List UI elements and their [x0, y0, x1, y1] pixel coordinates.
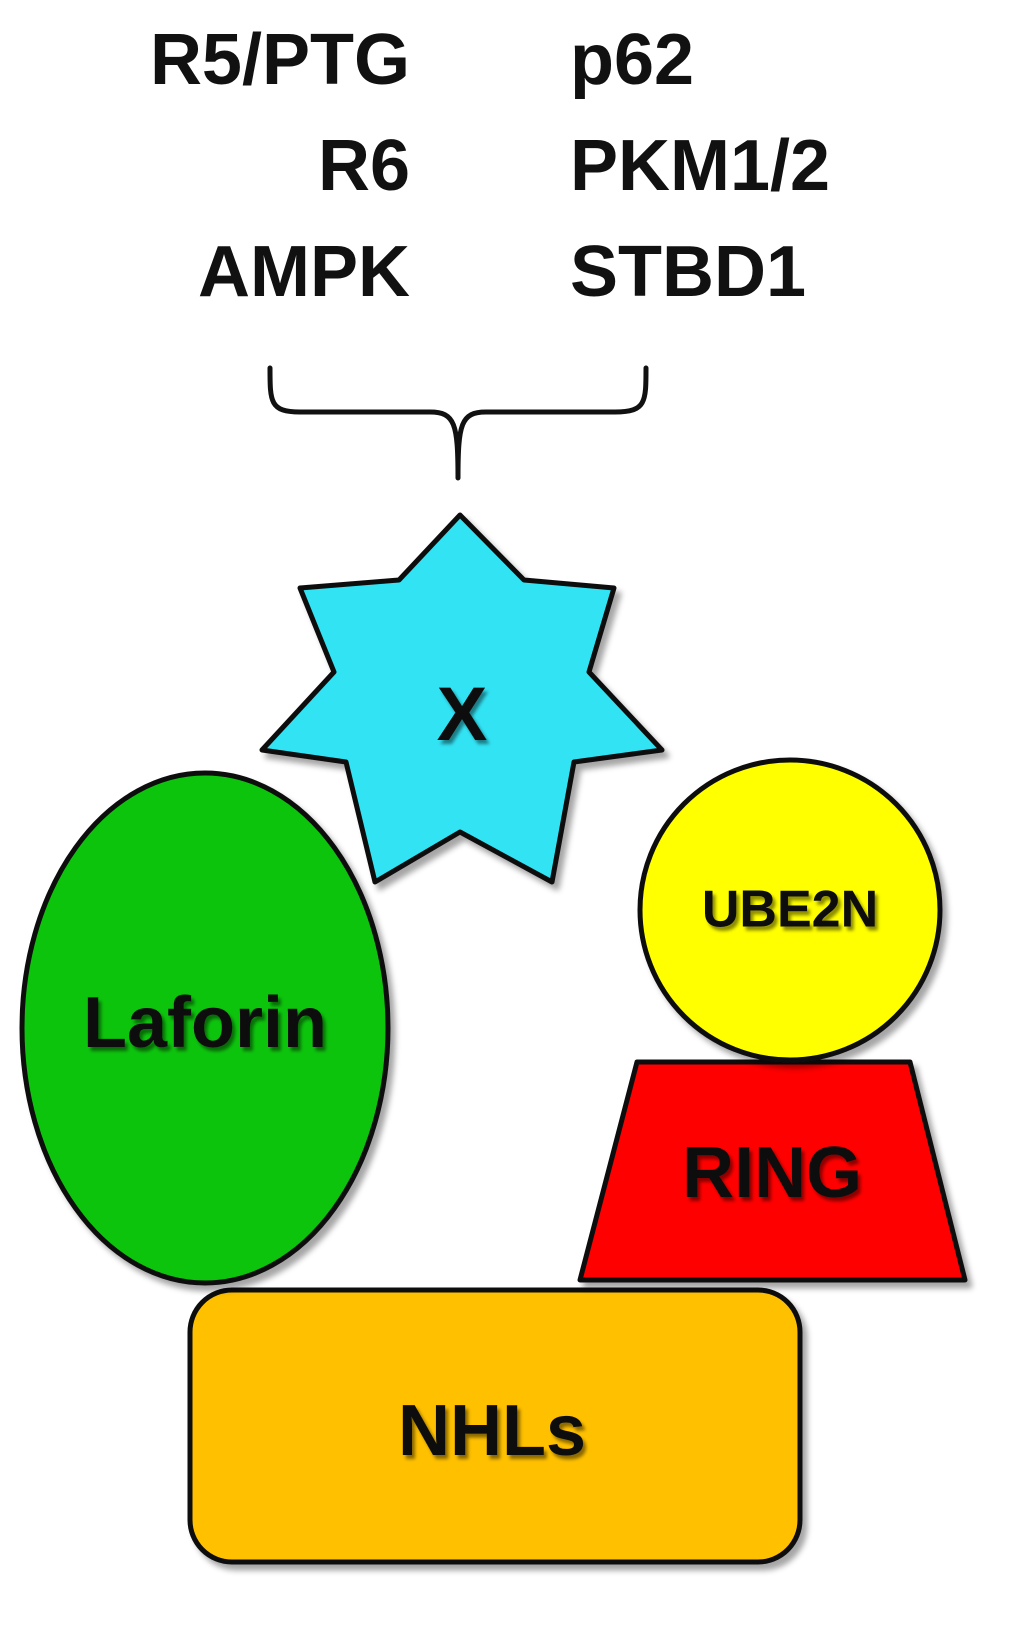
interactor-label: STBD1 [570, 232, 806, 312]
x-label: X [437, 672, 488, 757]
interactor-label: AMPK [198, 232, 410, 312]
ube2n-shape [637, 757, 943, 1063]
ring-domain-shape [577, 1059, 968, 1283]
interactor-list-left: R5/PTG R6 AMPK [150, 20, 410, 312]
nhls-domain-shape [187, 1287, 803, 1565]
interactor-label: PKM1/2 [570, 126, 830, 206]
x-star-shape [259, 512, 665, 885]
laforin-label: Laforin [83, 983, 327, 1063]
interactor-label: R5/PTG [150, 20, 410, 100]
interactor-list-right: p62 PKM1/2 STBD1 [570, 20, 830, 312]
interactor-label: R6 [318, 126, 410, 206]
grouping-brace [267, 365, 649, 481]
ube2n-label: UBE2N [702, 881, 878, 939]
ring-label: RING [682, 1133, 862, 1213]
interactor-label: p62 [570, 20, 694, 100]
nhls-label: NHLs [398, 1391, 586, 1471]
laforin-shape [19, 770, 391, 1286]
